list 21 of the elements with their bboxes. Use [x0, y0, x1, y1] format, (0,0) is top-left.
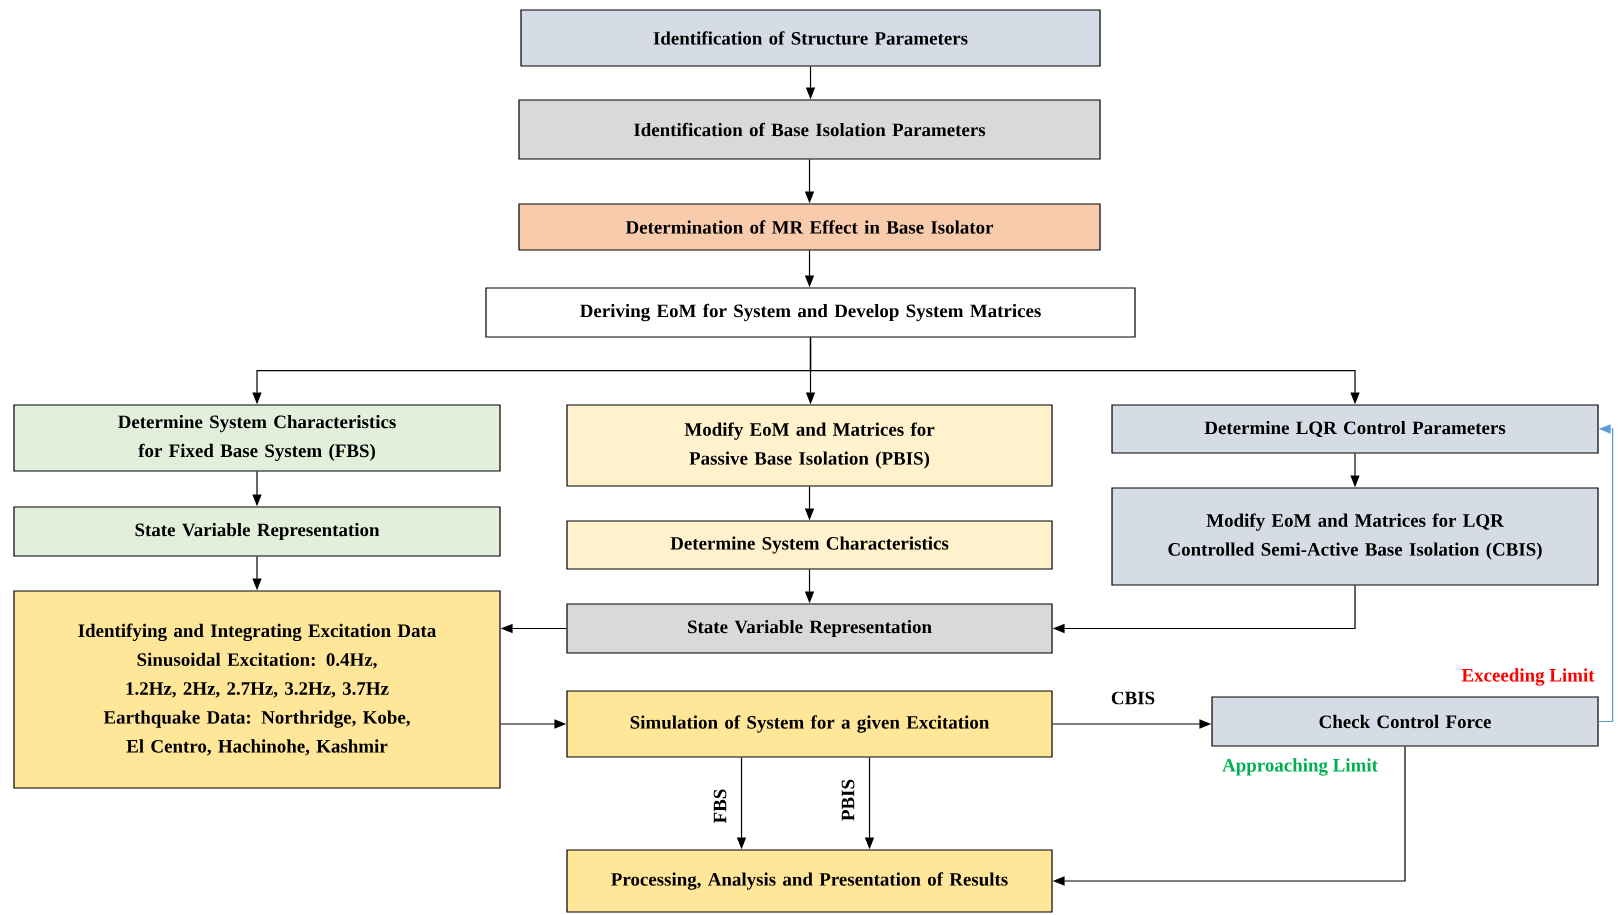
- process-box: Deriving EoM for System and Develop System Matrices: [485, 287, 1136, 338]
- process-box: Modify EoM and Matrices for LQR Controlled Semi-Active Base Isolation (CBIS): [1111, 487, 1599, 586]
- data-box: Identifying and Integrating Excitation Data Sinusoidal Excitation: 0.4Hz, 1.2Hz, 2Hz, 2.7Hz, 3.2Hz, 3.7Hz Earthquake Data: Northridge, Kobe, El Centro, Hachinohe, Kashmir: [13, 590, 501, 789]
- edge-label: Approaching Limit: [1221, 757, 1379, 777]
- process-box: Check Control Force: [1211, 696, 1599, 747]
- process-box: Modify EoM and Matrices for Passive Base Isolation (PBIS): [566, 404, 1053, 487]
- edge-label: PBIS: [840, 777, 856, 823]
- process-box: State Variable Representation: [566, 603, 1053, 654]
- process-box: Identification of Base Isolation Parameters: [518, 99, 1101, 160]
- process-box: Identification of Structure Parameters: [520, 9, 1101, 67]
- process-box: Determine System Characteristics for Fixed Base System (FBS): [13, 404, 501, 472]
- process-box: Processing, Analysis and Presentation of Results: [566, 849, 1053, 913]
- edge-label: FBS: [712, 787, 728, 825]
- process-box: State Variable Representation: [13, 506, 501, 557]
- edge-label: CBIS: [1109, 690, 1157, 706]
- edge-label: Exceeding Limit: [1460, 667, 1596, 687]
- process-box: Determine LQR Control Parameters: [1111, 404, 1599, 454]
- arrow: [1598, 424, 1614, 723]
- process-box: Determination of MR Effect in Base Isolator: [518, 203, 1101, 251]
- process-box: Determine System Characteristics: [566, 520, 1053, 570]
- process-box: Simulation of System for a given Excitation: [566, 690, 1053, 758]
